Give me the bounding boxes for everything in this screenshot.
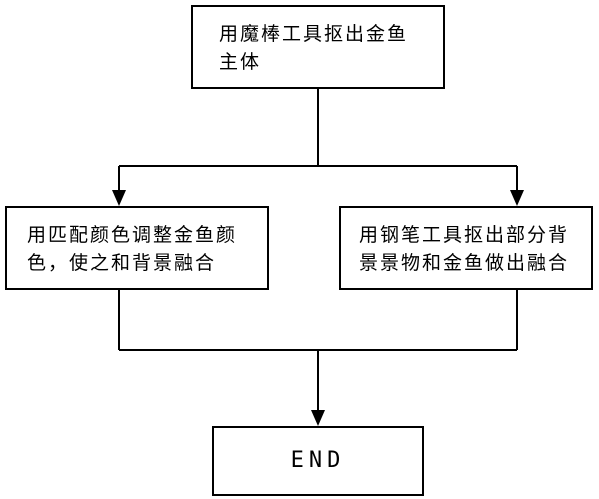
node-left-line1: 用匹配颜色调整金鱼颜	[27, 224, 238, 246]
node-left: 用匹配颜色调整金鱼颜 色，使之和背景融合	[5, 206, 269, 290]
node-right-line2: 景景物和金鱼做出融合	[359, 252, 570, 274]
node-right-line1: 用钢笔工具抠出部分背	[359, 224, 570, 246]
node-start-line2: 主体	[219, 51, 262, 73]
arrowhead-end	[311, 410, 325, 426]
arrowhead-left	[112, 190, 126, 206]
node-end: END	[212, 426, 424, 496]
arrowhead-right	[510, 190, 524, 206]
node-left-line2: 色，使之和背景融合	[27, 252, 217, 274]
node-start-line1: 用魔棒工具抠出金鱼	[219, 23, 409, 45]
node-start: 用魔棒工具抠出金鱼 主体	[191, 5, 445, 89]
node-end-label: END	[290, 448, 346, 473]
node-right: 用钢笔工具抠出部分背 景景物和金鱼做出融合	[339, 206, 593, 290]
